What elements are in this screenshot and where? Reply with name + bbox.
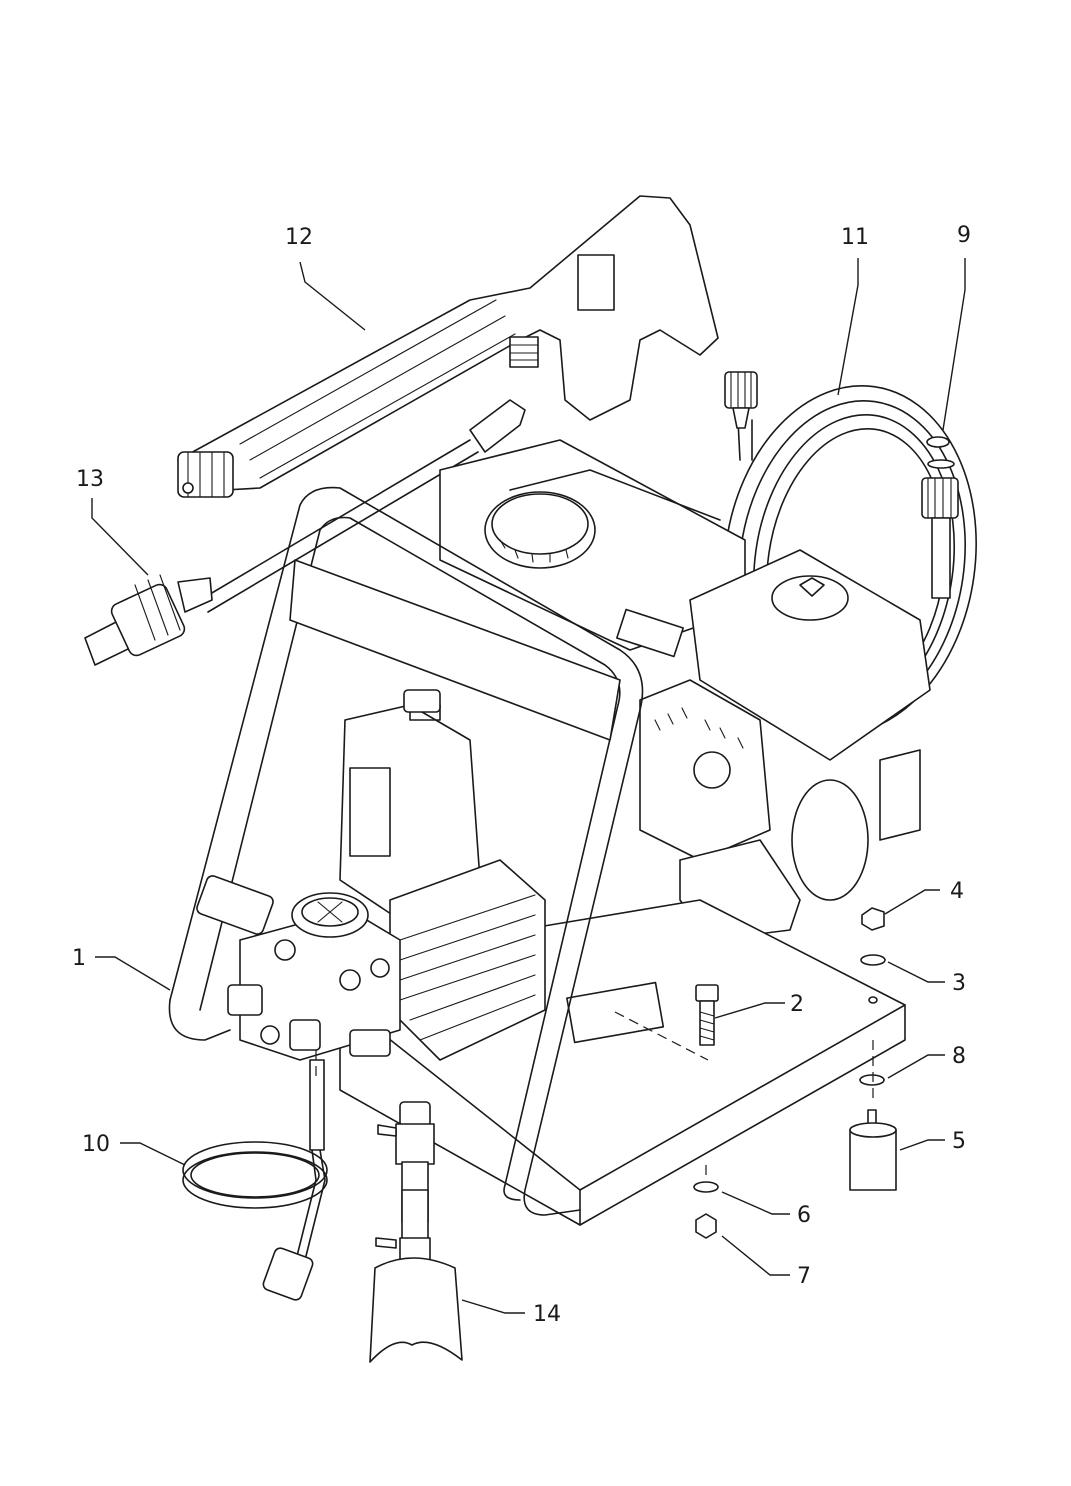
nozzle (84, 574, 213, 666)
inlet-filter (369, 1101, 463, 1363)
pump (196, 689, 546, 1061)
assembly-line-bolt (614, 1011, 709, 1061)
callout-2: 2 (790, 992, 804, 1017)
callout-4: 4 (950, 879, 964, 904)
bolt (695, 984, 719, 1046)
spray-gun (177, 195, 719, 498)
callout-10: 10 (82, 1132, 110, 1157)
callout-13: 13 (76, 467, 104, 492)
hose-fitting-top (724, 371, 758, 429)
o-ring (926, 436, 950, 448)
callout-12: 12 (285, 225, 313, 250)
callout-5: 5 (952, 1129, 966, 1154)
callout-3: 3 (952, 971, 966, 996)
frame-handle (168, 486, 644, 1216)
engine (439, 439, 931, 941)
bottom-washer-nut (693, 1181, 719, 1239)
callout-9: 9 (957, 223, 971, 248)
foot-nut-top (860, 907, 886, 1004)
callout-6: 6 (797, 1203, 811, 1228)
lance (199, 399, 526, 613)
suction-hose (182, 1059, 328, 1301)
callout-8: 8 (952, 1044, 966, 1069)
callout-1: 1 (72, 946, 86, 971)
callout-7: 7 (797, 1264, 811, 1289)
hose-fitting-right (921, 459, 959, 599)
callout-14: 14 (533, 1302, 561, 1327)
rubber-foot (849, 1074, 897, 1191)
callout-11: 11 (841, 225, 869, 250)
leader-lines (91, 258, 966, 1314)
